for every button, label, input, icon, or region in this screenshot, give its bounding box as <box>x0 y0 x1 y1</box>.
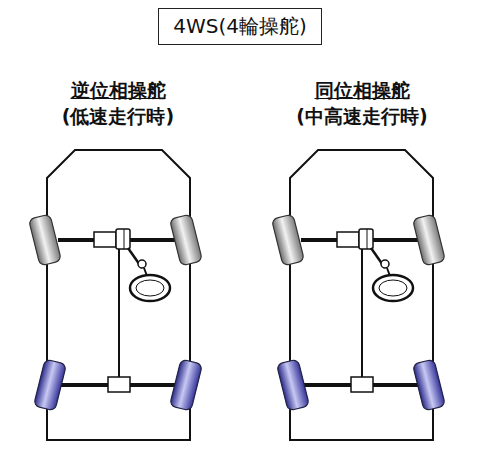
mode-heading: 同位相操舵 <box>315 80 410 102</box>
condition-note: (低速走行時) <box>62 106 174 128</box>
condition-note: (中高速走行時) <box>296 106 427 128</box>
mode-heading: 逆位相操舵 <box>71 80 166 102</box>
title-box: 4WS(4輪操舵) <box>158 8 322 45</box>
